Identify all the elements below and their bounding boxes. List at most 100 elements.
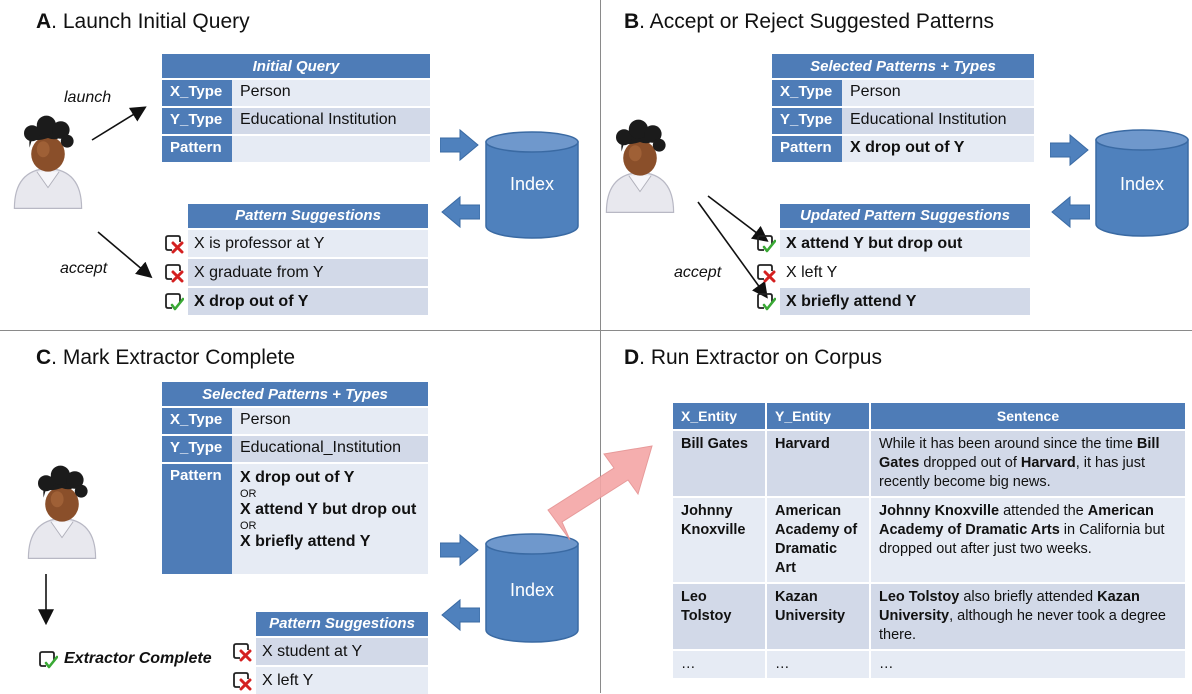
selected-patterns-header: Selected Patterns + Types [772,54,1034,78]
suggestion-text: X left Y [780,259,1030,286]
sentence-entity-highlight: Kazan University [879,589,1140,624]
accept-icon[interactable] [164,292,184,312]
panel-a-title: A. Launch Initial Query [36,10,250,34]
ytype-key: Y_Type [772,108,842,134]
selected-patterns-header: Selected Patterns + Types [162,382,428,406]
panel-a-connector-arrows [91,106,153,279]
initial-query-header: Initial Query [162,54,430,78]
panel-c-letter: C [36,346,52,369]
suggestion-row[interactable]: X is professor at Y [160,230,428,257]
suggestion-text: X is professor at Y [188,230,428,257]
index-cylinder-c [485,533,579,643]
column-y-entity: Y_Entity [767,403,869,429]
index-label-b: Index [1119,174,1165,194]
launch-label: launch [64,89,112,106]
updated-suggestions-header: Updated Pattern Suggestions [780,204,1030,228]
suggestion-row[interactable]: X attend Y but drop out [752,230,1030,257]
suggestion-row[interactable]: X left Y [228,667,428,694]
accept-icon[interactable] [756,234,776,254]
pattern-item: X briefly attend Y [240,533,371,550]
y-entity-cell: Kazan University [767,584,869,649]
sentence-segment: … [879,656,894,672]
accept-icon[interactable] [756,292,776,312]
xtype-key: X_Type [162,408,232,434]
pattern-item: X attend Y but drop out [240,501,417,518]
corpus-results-table: X_Entity Y_Entity Sentence Bill Gates Ha… [671,401,1187,680]
arrow-from-index-a [441,195,480,229]
reject-icon[interactable] [756,263,776,283]
x-entity-cell: Johnny Knoxville [673,498,765,582]
extractor-complete-label[interactable]: Extractor Complete [64,650,212,667]
panel-b-connector-arrows [697,195,769,299]
sentence-cell: … [871,651,1185,678]
table-row: Bill Gates Harvard While it has been aro… [673,431,1185,496]
pattern-key: Pattern [162,136,232,162]
complete-check-icon[interactable] [38,650,58,670]
arrow-from-index-b [1051,195,1090,229]
panel-b-letter: B [624,10,640,33]
sentence-segment: also briefly attended [959,589,1098,605]
pattern-suggestions-c: Pattern Suggestions X student at Y X lef… [228,612,428,694]
panel-c-title: C. Mark Extractor Complete [36,346,295,370]
panel-d-title-text: . Run Extractor on Corpus [639,346,882,369]
pattern-value: X drop out of Y [842,136,1034,162]
sentence-entity-highlight: Harvard [1020,455,1076,471]
ytype-value: Educational Institution [842,108,1034,134]
suggestion-text: X drop out of Y [188,288,428,315]
x-entity-cell: Leo Tolstoy [673,584,765,649]
arrow-to-index-c [440,533,479,567]
sentence-entity-highlight: Johnny Knoxville [879,503,1000,519]
or-separator: OR [240,520,257,532]
panel-d-title: D. Run Extractor on Corpus [624,346,882,370]
updated-pattern-suggestions: Updated Pattern Suggestions X attend Y b… [752,204,1030,315]
pattern-item: X drop out of Y [240,469,355,486]
x-entity-cell: … [673,651,765,678]
panel-a-title-text: . Launch Initial Query [51,10,250,33]
sentence-segment: , it has just recently become big news. [879,455,1146,490]
sentence-entity-highlight: Leo Tolstoy [879,589,960,605]
column-sentence: Sentence [871,403,1185,429]
suggestion-text: X briefly attend Y [780,288,1030,315]
sentence-segment: attended the [999,503,1088,519]
y-entity-cell: Harvard [767,431,869,496]
sentence-entity-highlight: Bill Gates [879,436,1160,471]
ytype-value: Educational Institution [232,108,430,134]
sentence-cell: Johnny Knoxville attended the American A… [871,498,1185,582]
run-arrow [547,445,653,541]
reject-icon[interactable] [232,642,252,662]
reject-icon[interactable] [164,263,184,283]
suggestion-text: X graduate from Y [188,259,428,286]
suggestion-row[interactable]: X graduate from Y [160,259,428,286]
sentence-cell: While it has been around since the time … [871,431,1185,496]
ytype-value: Educational_Institution [232,436,428,462]
reject-icon[interactable] [232,671,252,691]
pattern-list: X drop out of Y OR X attend Y but drop o… [232,464,428,574]
index-cylinder-a [485,131,579,239]
panel-a-letter: A [36,10,52,33]
or-separator: OR [240,488,257,500]
suggestion-text: X left Y [256,667,428,694]
reject-icon[interactable] [164,234,184,254]
xtype-value: Person [842,80,1034,106]
suggestion-text: X attend Y but drop out [780,230,1030,257]
arrow-from-index-c [441,598,480,632]
index-label-a: Index [509,174,555,194]
suggestion-row[interactable]: X drop out of Y [160,288,428,315]
table-row: Johnny Knoxville American Academy of Dra… [673,498,1185,582]
suggestion-row[interactable]: X left Y [752,259,1030,286]
pattern-key: Pattern [772,136,842,162]
suggestion-row[interactable]: X student at Y [228,638,428,665]
pattern-suggestions-header: Pattern Suggestions [256,612,428,636]
accept-label-a: accept [60,260,108,277]
accept-label-b: accept [674,264,722,281]
panel-b-title-text: . Accept or Reject Suggested Patterns [639,10,995,33]
panel-c-connector-arrow [38,574,54,626]
column-x-entity: X_Entity [673,403,765,429]
suggestion-row[interactable]: X briefly attend Y [752,288,1030,315]
sentence-segment: in California but dropped out after just… [879,522,1165,557]
pattern-value[interactable] [232,136,430,162]
arrow-to-index-b [1050,133,1089,167]
panel-d-letter: D [624,346,640,369]
